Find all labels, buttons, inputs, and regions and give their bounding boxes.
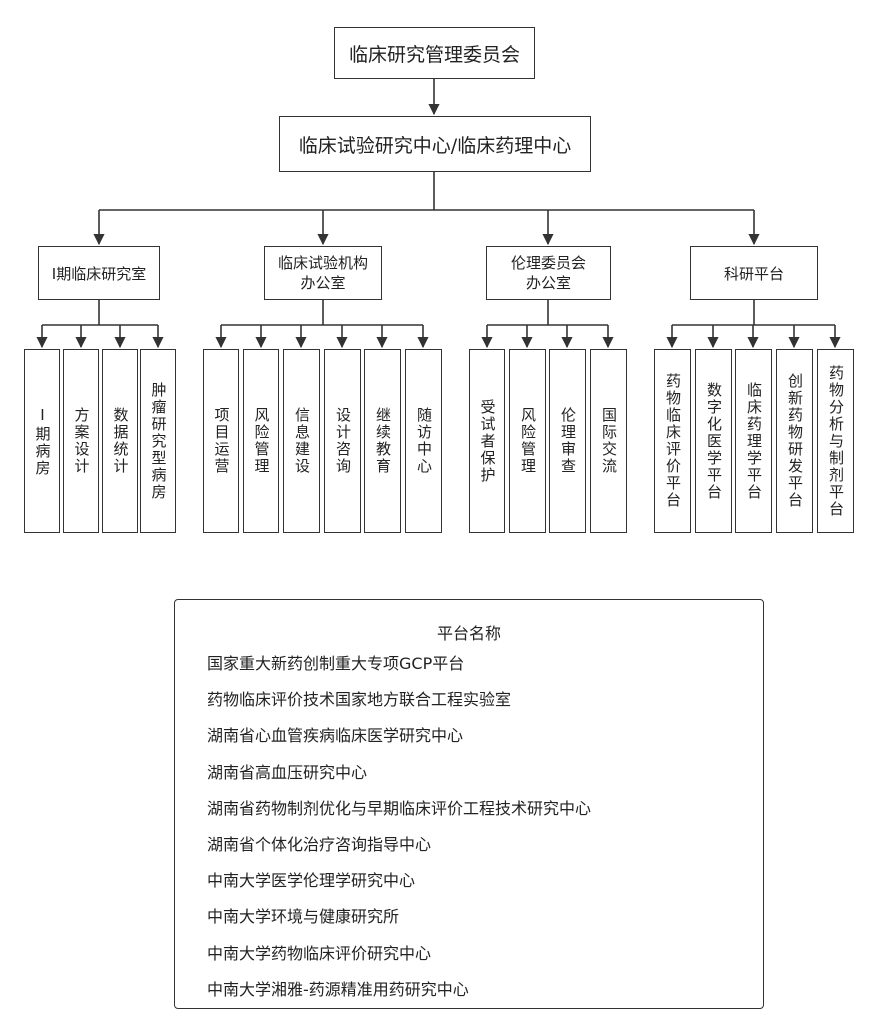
- branch-node-phase1: I期临床研究室: [38, 246, 160, 300]
- leaf-label: 设计咨询: [334, 407, 352, 475]
- platform-item: 国家重大新药创制重大专项GCP平台: [207, 654, 465, 673]
- leaf-label: 药物分析与制剂平台: [827, 364, 845, 518]
- branch-label-line: 临床试验机构: [277, 254, 368, 272]
- leaf-node: 创新药物研发平台: [776, 349, 813, 533]
- leaf-label: 数据统计: [111, 407, 130, 475]
- leaf-label: 药物临床评价平台: [664, 373, 682, 509]
- leaf-node: 信息建设: [283, 349, 320, 533]
- leaf-node: 伦理审查: [549, 349, 586, 533]
- branch-label: I期临床研究室: [51, 264, 147, 283]
- branch-label-line: 伦理委员会: [510, 254, 586, 272]
- leaf-label: 数字化医学平台: [705, 381, 723, 501]
- leaf-label: 随访中心: [415, 407, 433, 475]
- branch-node-research-platform: 科研平台: [690, 246, 818, 300]
- leaf-label: 受试者保护: [478, 398, 497, 484]
- leaf-node: 数字化医学平台: [695, 349, 732, 533]
- platform-item: 中南大学湘雅-药源精准用药研究中心: [207, 979, 469, 999]
- platform-item: 中南大学环境与健康研究所: [207, 907, 400, 927]
- leaf-label: 项目运营: [212, 407, 231, 475]
- leaf-label: 伦理审查: [559, 407, 577, 475]
- leaf-node: 药物分析与制剂平台: [817, 349, 854, 533]
- center-label: 临床试验研究中心/临床药理中心: [298, 134, 572, 157]
- leaf-node: 风险管理: [243, 349, 279, 533]
- leaf-label: 方案设计: [72, 407, 91, 475]
- leaf-node: 数据统计: [102, 349, 138, 533]
- leaf-label: 临床药理学平台: [745, 381, 763, 501]
- org-chart: 临床研究管理委员会 临床试验研究中心/临床药理中心 I期临床研究室 临床试验机构…: [24, 27, 854, 533]
- leaf-node: 药物临床评价平台: [654, 349, 691, 533]
- platform-item: 中南大学医学伦理学研究中心: [207, 871, 416, 891]
- root-label: 临床研究管理委员会: [348, 43, 520, 66]
- leaf-label: 信息建设: [293, 407, 311, 475]
- leaf-node: 方案设计: [63, 349, 99, 533]
- leaf-label: 创新药物研发平台: [786, 373, 804, 509]
- leaf-node: 随访中心: [405, 349, 442, 533]
- connector-lines: [36, 79, 841, 349]
- leaf-node: 受试者保护: [469, 349, 505, 533]
- platform-list: 国家重大新药创制重大专项GCP平台 药物临床评价技术国家地方联合工程实验室 湖南…: [207, 650, 591, 1012]
- leaf-node: 风险管理: [509, 349, 546, 533]
- leaf-label: 国际交流: [600, 407, 618, 475]
- center-node: 临床试验研究中心/临床药理中心: [279, 116, 591, 172]
- leaf-node: I期病房: [24, 349, 60, 533]
- leaf-label: I期病房: [33, 405, 52, 477]
- leaf-node: 国际交流: [590, 349, 627, 533]
- platform-item: 药物临床评价技术国家地方联合工程实验室: [207, 690, 512, 710]
- leaf-label: 继续教育: [374, 407, 392, 475]
- branch-node-ethics-office: 伦理委员会 办公室: [486, 246, 611, 300]
- branch-node-institution-office: 临床试验机构 办公室: [264, 246, 382, 300]
- leaf-node: 肿瘤研究型病房: [140, 349, 176, 533]
- leaf-node: 继续教育: [364, 349, 401, 533]
- platform-item: 湖南省心血管疾病临床医学研究中心: [207, 726, 464, 746]
- leaf-node: 设计咨询: [324, 349, 361, 533]
- platform-item: 中南大学药物临床评价研究中心: [207, 943, 432, 963]
- platform-item: 湖南省高血压研究中心: [207, 762, 368, 782]
- leaf-label: 肿瘤研究型病房: [149, 381, 168, 501]
- root-node: 临床研究管理委员会: [334, 27, 535, 79]
- branch-label-line: 办公室: [525, 274, 571, 292]
- branch-label: 科研平台: [723, 264, 784, 283]
- platform-item: 湖南省药物制剂优化与早期临床评价工程技术研究中心: [207, 798, 592, 818]
- leaf-label: 风险管理: [519, 407, 537, 475]
- leaf-node: 临床药理学平台: [735, 349, 772, 533]
- platform-item: 湖南省个体化治疗咨询指导中心: [207, 834, 432, 854]
- branch-label-line: 办公室: [300, 274, 346, 292]
- platform-list-title: 平台名称: [436, 624, 501, 643]
- platform-list-box: 平台名称 国家重大新药创制重大专项GCP平台 药物临床评价技术国家地方联合工程实…: [174, 599, 764, 1009]
- leaf-label: 风险管理: [252, 407, 271, 475]
- leaf-node: 项目运营: [203, 349, 239, 533]
